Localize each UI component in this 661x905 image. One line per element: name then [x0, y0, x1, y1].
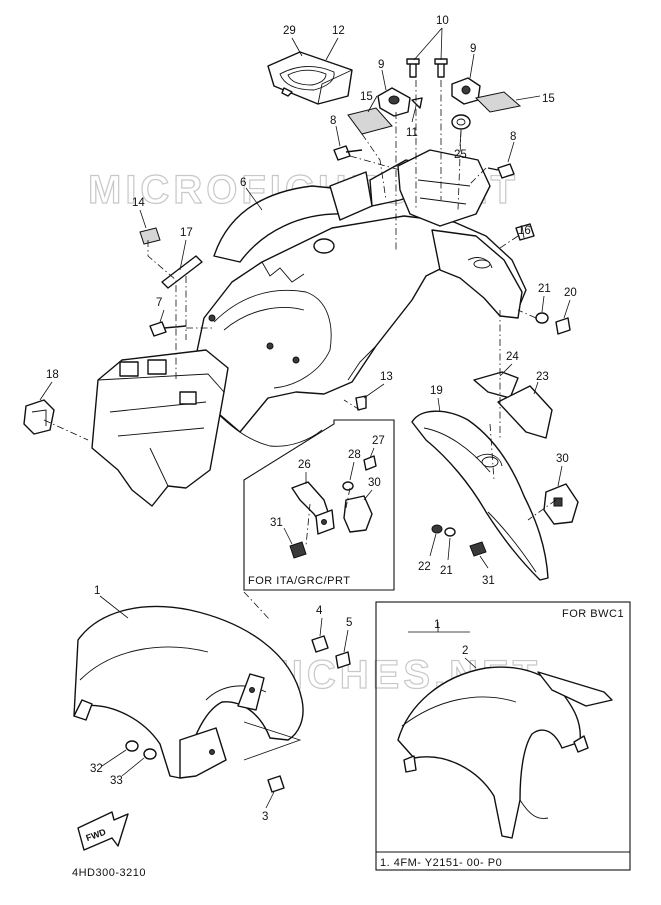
callout-number: 15 — [360, 91, 373, 103]
callout-number: 11 — [406, 127, 418, 139]
footnote: 1. 4FM- Y2151- 00- P0 — [380, 857, 502, 869]
callout-number: 5 — [346, 617, 352, 629]
nut-part — [469, 541, 487, 557]
bolt-part — [267, 775, 285, 793]
bracket-part — [377, 87, 411, 117]
screw-part — [149, 321, 187, 337]
callout-number: 14 — [132, 197, 145, 209]
clip-part — [23, 399, 55, 435]
callout-number: 20 — [564, 287, 577, 299]
callout-number: 28 — [348, 449, 361, 461]
callout-number: 16 — [518, 225, 531, 237]
callout-number: 13 — [380, 371, 393, 383]
rubber-mount-part — [343, 495, 373, 533]
bolt-part — [406, 58, 448, 78]
callout-number: 12 — [332, 25, 345, 37]
callout-number: 30 — [368, 477, 381, 489]
license-plate-bracket-part — [291, 481, 335, 535]
callout-number: 22 — [418, 561, 431, 573]
washer-part — [342, 481, 354, 491]
variant-box-bwc1 — [375, 601, 631, 871]
callout-number: 9 — [470, 43, 476, 55]
callout-number: 8 — [510, 131, 516, 143]
variant-box-label: FOR BWC1 — [562, 608, 624, 620]
seat-latch-cover-part — [267, 51, 353, 105]
damper-cap-part — [515, 223, 535, 241]
callout-number: 26 — [298, 459, 311, 471]
callout-number: 17 — [180, 227, 193, 239]
callout-number: 31 — [270, 517, 283, 529]
nut-part — [289, 541, 307, 559]
callout-number: 31 — [482, 575, 495, 587]
callout-number: 1 — [94, 585, 100, 597]
front-fender-part — [73, 605, 304, 779]
callout-number: 1 — [434, 619, 440, 631]
collar-part — [125, 740, 139, 752]
callout-number: 23 — [536, 371, 549, 383]
bolt-part — [311, 635, 329, 653]
bolt-part — [363, 455, 377, 471]
callout-number: 27 — [372, 435, 385, 447]
callout-number: 29 — [283, 25, 296, 37]
callout-number: 2 — [462, 645, 468, 657]
callout-number: 32 — [90, 763, 103, 775]
callout-number: 7 — [156, 297, 162, 309]
callout-number: 21 — [538, 283, 551, 295]
callout-number: 18 — [46, 369, 59, 381]
screw-part — [355, 395, 367, 411]
washer-part — [444, 527, 456, 537]
callout-number: 24 — [506, 351, 519, 363]
leader-lines — [39, 27, 571, 809]
nut-part — [411, 97, 423, 109]
callout-number: 10 — [436, 15, 449, 27]
battery-box-part — [91, 349, 229, 507]
washer-part — [535, 312, 549, 324]
callout-number: 9 — [378, 59, 384, 71]
variant-box-ita-grc-prt — [243, 419, 395, 591]
diagram-code: 4HD300-3210 — [72, 867, 146, 879]
damper-pad-part — [474, 91, 522, 113]
damper-part — [451, 114, 471, 130]
callout-number: 25 — [454, 149, 467, 161]
callout-number: 21 — [440, 565, 453, 577]
front-fender-bwc1-part — [397, 666, 613, 839]
callout-number: 8 — [330, 115, 336, 127]
callout-number: 15 — [542, 93, 555, 105]
nut-part — [431, 524, 443, 534]
mud-flap-part — [473, 371, 553, 439]
callout-number: 4 — [316, 605, 323, 617]
bracket-part — [451, 77, 481, 105]
callout-numbers: 29 12 10 9 9 15 15 11 8 8 25 6 14 17 16 … — [46, 15, 577, 823]
damper-pad-part — [347, 107, 393, 135]
callout-number: 30 — [556, 453, 569, 465]
callout-number: 3 — [262, 811, 268, 823]
band-part — [161, 255, 203, 289]
splash-guard-part — [411, 410, 549, 581]
callout-number: 6 — [240, 177, 246, 189]
variant-box-label: FOR ITA/GRC/PRT — [248, 575, 350, 587]
damper-block-part — [139, 227, 161, 245]
washer-part — [143, 748, 157, 760]
rear-fender-assembly — [195, 149, 527, 447]
bolt-part — [555, 317, 571, 335]
callout-number: 33 — [110, 775, 123, 787]
assembly-lines — [43, 80, 557, 621]
callout-number: 19 — [430, 385, 443, 397]
rubber-mount-part — [543, 483, 579, 525]
nut-part — [335, 651, 351, 669]
forward-arrow-icon: FWD — [77, 811, 129, 851]
